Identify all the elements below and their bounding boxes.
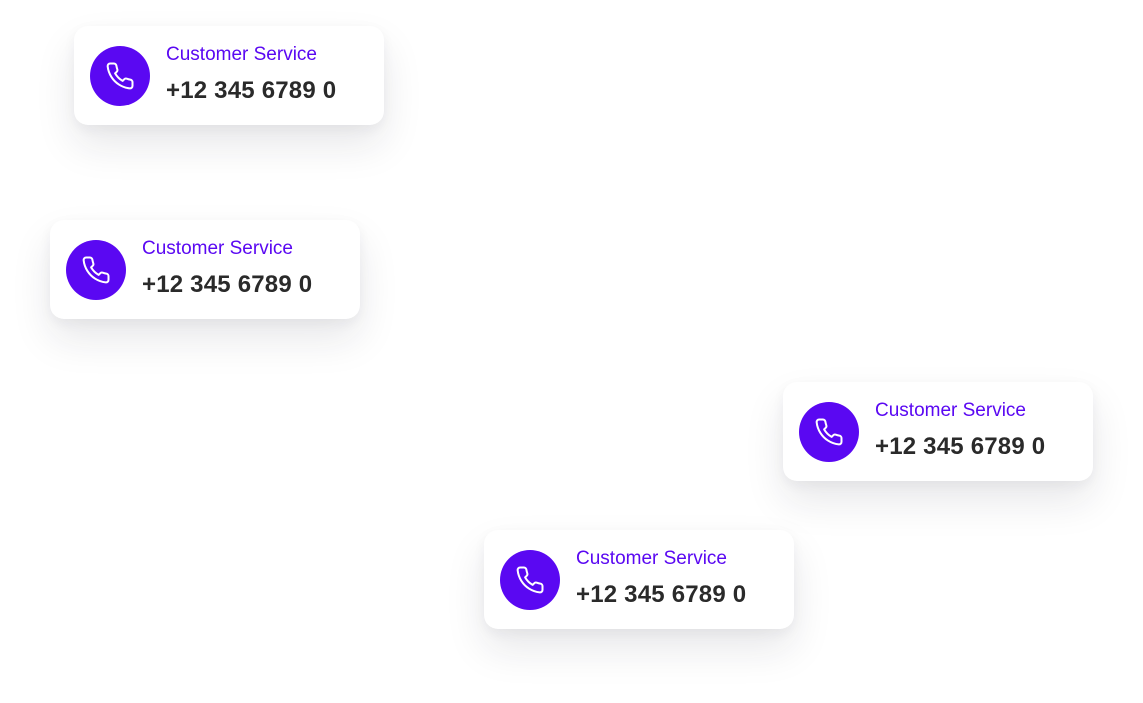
customer-service-card[interactable]: Customer Service +12 345 6789 0 bbox=[484, 530, 794, 629]
customer-service-card[interactable]: Customer Service +12 345 6789 0 bbox=[74, 26, 384, 125]
card-label: Customer Service bbox=[166, 44, 317, 65]
phone-number[interactable]: +12 345 6789 0 bbox=[142, 271, 313, 298]
customer-service-card[interactable]: Customer Service +12 345 6789 0 bbox=[50, 220, 360, 319]
phone-number[interactable]: +12 345 6789 0 bbox=[166, 77, 337, 104]
card-label: Customer Service bbox=[576, 548, 727, 569]
phone-number[interactable]: +12 345 6789 0 bbox=[576, 581, 747, 608]
phone-icon bbox=[90, 46, 150, 106]
card-label: Customer Service bbox=[875, 400, 1026, 421]
phone-icon bbox=[500, 550, 560, 610]
phone-icon bbox=[799, 402, 859, 462]
phone-icon bbox=[66, 240, 126, 300]
customer-service-card[interactable]: Customer Service +12 345 6789 0 bbox=[783, 382, 1093, 481]
card-label: Customer Service bbox=[142, 238, 293, 259]
phone-number[interactable]: +12 345 6789 0 bbox=[875, 433, 1046, 460]
